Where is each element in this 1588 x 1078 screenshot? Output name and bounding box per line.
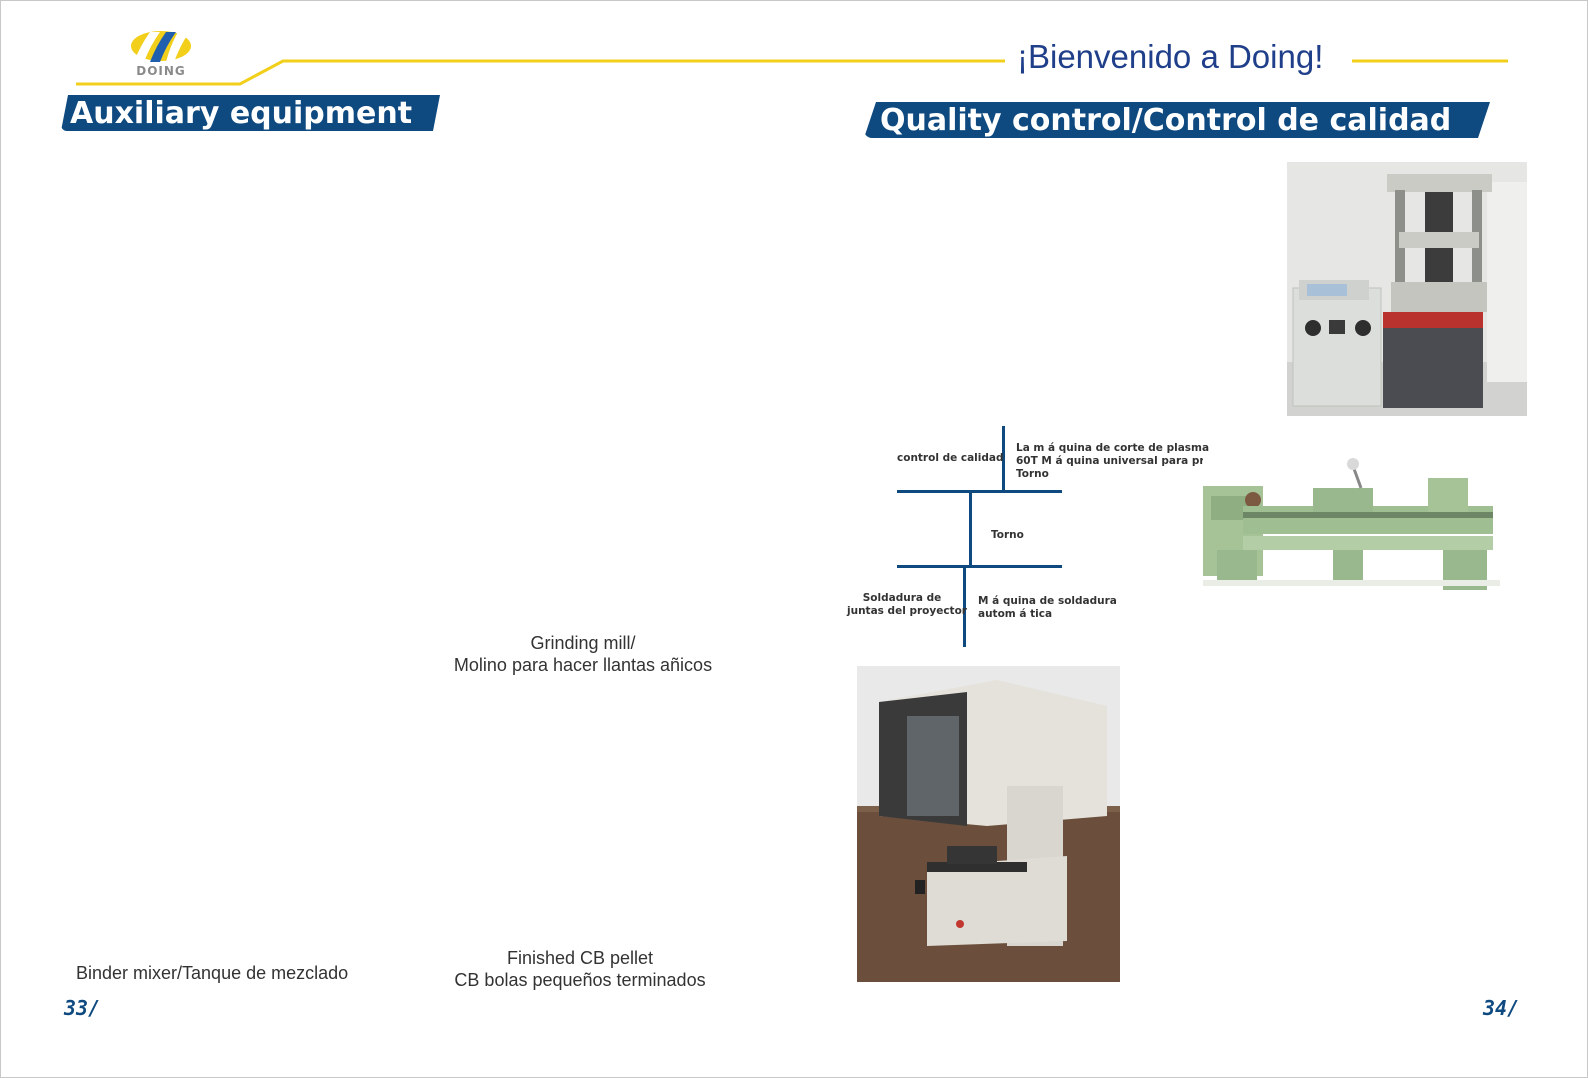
org-item1-line3: Torno bbox=[1016, 468, 1049, 480]
photo-lathe bbox=[1203, 456, 1500, 608]
org-item3-right-line1: M á quina de soldadura bbox=[978, 595, 1117, 607]
org-item3-right-line2: autom á tica bbox=[978, 608, 1053, 620]
section-title-auxiliary-text: Auxiliary equipment bbox=[70, 95, 413, 131]
section-title-quality: Quality control/Control de calidad bbox=[864, 102, 1490, 138]
org-line-h1 bbox=[897, 490, 1062, 493]
org-line-h2 bbox=[897, 565, 1062, 568]
org-item3-left-line1: Soldadura de bbox=[862, 592, 942, 604]
caption-grinding-line2: Molino para hacer llantas añicos bbox=[453, 655, 713, 675]
section-title-quality-text: Quality control/Control de calidad bbox=[880, 102, 1452, 138]
org-line-v1 bbox=[1002, 426, 1005, 492]
caption-pellet-line2: CB bolas pequeños terminados bbox=[454, 970, 706, 990]
section-title-auxiliary: Auxiliary equipment bbox=[61, 95, 440, 131]
photo-profile-projector bbox=[857, 666, 1120, 982]
caption-pellet-line1: Finished CB pellet bbox=[506, 948, 654, 968]
caption-grinding-line1: Grinding mill/ bbox=[530, 633, 636, 653]
page-number-left: 33/ bbox=[64, 996, 101, 1020]
org-item1-label: La m á quina de corte de plasma 60T M á … bbox=[1016, 442, 1232, 481]
org-root-label: control de calidad bbox=[897, 452, 1004, 464]
org-item1-line1: La m á quina de corte de plasma bbox=[1016, 442, 1210, 454]
caption-grinding-mill: Grinding mill/ Molino para hacer llantas… bbox=[433, 632, 733, 676]
page-number-right: 34/ bbox=[1483, 996, 1520, 1020]
org-item3-right-label: M á quina de soldadura autom á tica bbox=[978, 595, 1117, 621]
header-rule bbox=[76, 59, 1508, 86]
org-item1-line2: 60T M á quina universal para probar bbox=[1016, 455, 1232, 467]
doing-logo: DOING bbox=[126, 28, 196, 80]
caption-cb-pellet: Finished CB pellet CB bolas pequeños ter… bbox=[430, 947, 730, 991]
org-line-v3 bbox=[963, 567, 966, 647]
caption-binder-mixer: Binder mixer/Tanque de mezclado bbox=[76, 963, 349, 983]
org-item3-left-line2: juntas del proyector bbox=[847, 605, 967, 617]
logo-mark-icon bbox=[131, 31, 191, 62]
org-item3-left-label: Soldadura de juntas del proyector bbox=[847, 592, 967, 618]
org-line-v2 bbox=[969, 492, 972, 568]
logo-text: DOING bbox=[136, 64, 186, 78]
photo-universal-testing-machine bbox=[1287, 162, 1527, 416]
org-item2-label: Torno bbox=[991, 529, 1024, 541]
welcome-heading: ¡Bienvenido a Doing! bbox=[1017, 38, 1324, 75]
